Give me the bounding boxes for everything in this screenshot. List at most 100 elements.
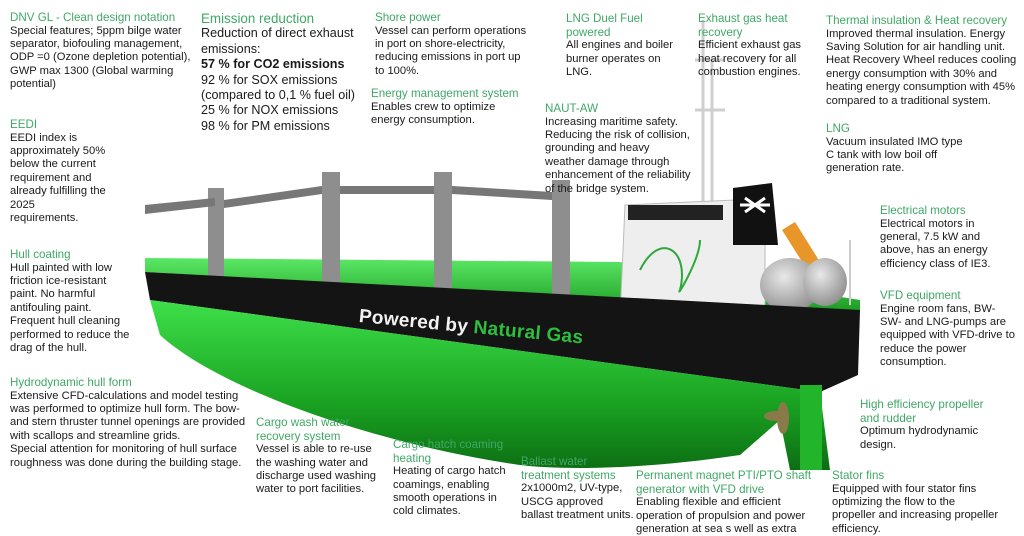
annotation-text: coamings, enabling	[393, 478, 490, 491]
annotation-text: requirement and	[10, 171, 92, 184]
annotation-text: potential)	[10, 78, 57, 91]
annotation-text: Electrical motors in	[880, 217, 975, 230]
annotation-title: Cargo wash water	[256, 416, 350, 429]
annotation-title: Hull coating	[10, 248, 71, 261]
annotation-text: Optimum hydrodynamic	[860, 425, 979, 438]
annotation-text: generation rate.	[826, 162, 905, 175]
annotation-text: Vessel is able to re-use	[256, 443, 372, 456]
annotation-text: Special features; 5ppm bilge water	[10, 24, 182, 37]
annotation-text: grounding and heavy	[545, 142, 650, 155]
annotation-text: antifouling paint.	[10, 301, 92, 314]
annotation-text: 98 % for PM emissions	[201, 118, 330, 133]
annotation-text: design.	[860, 438, 897, 451]
annotation-text: combustion engines.	[698, 66, 801, 78]
annotation-text: Enables crew to optimize	[371, 100, 496, 113]
annotation-title: Thermal insulation & Heat recovery	[826, 14, 1008, 27]
annotation-text: to 100%.	[375, 64, 420, 77]
annotation-text: ballast treatment units.	[521, 509, 634, 521]
annotation-title: and rudder	[860, 411, 917, 425]
annotation-text: 2x1000m2, UV-type,	[521, 482, 623, 495]
annotation-text: consumption.	[880, 356, 947, 369]
annotation-text: generation at sea s well as extra	[636, 523, 797, 535]
annotation-title: High efficiency propeller	[860, 398, 984, 411]
annotation-title: recovery system	[256, 429, 341, 443]
annotation-title: Ballast water	[521, 455, 588, 468]
annotation-title: recovery	[698, 25, 743, 39]
annotation-text: Improved thermal insulation. Energy	[826, 27, 1006, 40]
annotation-text: Frequent hull cleaning	[10, 315, 121, 328]
hull-bottom	[150, 300, 830, 470]
annotation-title: Permanent magnet PTI/PTO shaft	[636, 469, 812, 482]
annotation-text: separator, biofouling management,	[10, 38, 183, 50]
annotation-title: powered	[566, 25, 611, 39]
annotation-text: 2025	[10, 198, 35, 211]
lng-tank	[760, 258, 820, 312]
annotation-text: the washing water and	[256, 456, 368, 469]
annotation-text: with scallops and streamline grids.	[10, 429, 181, 442]
propeller	[764, 402, 789, 434]
annotation-text: friction ice-resistant	[10, 275, 107, 287]
annotation-text: 92 % for SOX emissions	[201, 72, 338, 87]
annotation-text: burner operates on	[566, 52, 661, 65]
annotation-text: reduce the power	[880, 342, 967, 355]
annotation-title: NAUT-AW	[545, 102, 599, 115]
annotation-text: Heating of cargo hatch	[393, 465, 506, 478]
superstructure	[619, 183, 851, 321]
annotation-title: generator with VFD drive	[636, 482, 765, 496]
annotation-text: All engines and boiler	[566, 39, 673, 52]
annotation-text: Equipped with four stator fins	[832, 482, 977, 495]
annotation-text: EEDI index is	[10, 131, 78, 144]
annotation-text: Heat Recovery Wheel reduces cooling	[826, 54, 1017, 67]
annotation-text: requirements.	[10, 212, 79, 225]
annotation-text: above, has an energy	[880, 244, 988, 257]
annotation-text: Saving Solution for air handling unit.	[826, 41, 1006, 53]
annotation-title: EEDI	[10, 118, 38, 131]
annotation-text: smooth operations in	[393, 492, 497, 504]
annotation-text: Extensive CFD-calculations and model tes…	[10, 389, 239, 402]
radar-mast	[695, 20, 725, 205]
annotation-title: Exhaust gas heat	[698, 12, 788, 25]
annotation-text: efficiency.	[832, 522, 881, 535]
annotation-title: Stator fins	[832, 469, 885, 482]
annotation-text: reducing emissions in port up	[375, 51, 521, 64]
annotation-text: and stern thruster tunnel openings are p…	[10, 416, 246, 429]
annotation-text: Special attention for monitoring of hull…	[10, 443, 237, 456]
annotation-text: weather damage through	[545, 155, 670, 168]
annotation-text: Efficient exhaust gas	[698, 39, 802, 52]
annotation-text: Reduction of direct exhaust	[201, 26, 354, 41]
annotation-text: Increasing maritime safety.	[545, 115, 678, 128]
annotation-title: DNV GL - Clean design notation	[10, 11, 176, 24]
annotation-title: Hydrodynamic hull form	[10, 376, 132, 389]
annotation-text: Vacuum insulated IMO type	[826, 135, 963, 148]
annotation-text: cold climates.	[393, 505, 461, 518]
annotation-text: USCG approved	[521, 495, 604, 508]
annotation-text: below the current	[10, 158, 96, 171]
annotation-text: Reducing the risk of collision,	[545, 129, 690, 141]
annotation-text: performed to reduce the	[10, 328, 130, 341]
annotation-title: VFD equipment	[880, 289, 961, 302]
annotation-text: heating energy consumption with 45%	[826, 81, 1016, 94]
annotation-text: 57 % for CO2 emissions	[201, 57, 345, 72]
annotation-text: energy consumption.	[371, 114, 475, 126]
annotation-text: roughness was done during the building s…	[10, 456, 242, 469]
annotation-text: ODP =0 (Ozone depletion potential),	[10, 51, 191, 64]
hull-topside	[145, 272, 860, 392]
annotation-text: operation of propulsion and power	[636, 509, 806, 522]
annotation-text: in port on shore-electricity,	[375, 38, 506, 50]
annotation-title: heating	[393, 451, 432, 465]
annotation-text: approximately 50%	[10, 145, 106, 157]
